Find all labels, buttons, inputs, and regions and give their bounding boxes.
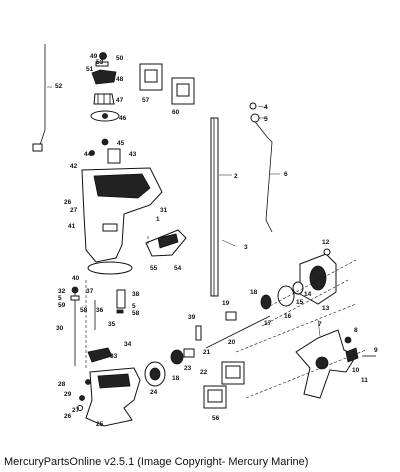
callout-18a: 18 (172, 375, 180, 382)
callout-9: 9 (374, 347, 378, 354)
callout-5c: 5 (132, 303, 136, 310)
callout-26a: 26 (64, 199, 72, 206)
callout-1: 1 (156, 216, 160, 223)
callout-22: 22 (200, 369, 208, 376)
callout-29: 29 (64, 391, 72, 398)
callout-32: 32 (58, 288, 66, 295)
callout-6: 6 (284, 171, 288, 178)
assembly-line-housing (85, 236, 149, 368)
callout-38: 38 (132, 291, 140, 298)
part-60-decal (171, 77, 195, 105)
callout-24: 24 (150, 389, 158, 396)
callout-17: 17 (264, 320, 272, 327)
part-24-forward-gear[interactable] (144, 361, 166, 387)
callout-49: 49 (90, 53, 98, 60)
part-57-decal (139, 63, 163, 91)
part-56-decal (203, 385, 227, 409)
callout-39: 39 (188, 314, 196, 321)
part-18-pinion-gear[interactable] (170, 325, 202, 365)
callout-28: 28 (58, 381, 66, 388)
callout-60: 60 (172, 109, 180, 116)
part-17-thrust-washer (260, 294, 272, 310)
part-1-drive-shaft[interactable] (210, 117, 219, 297)
callout-4: 4 (264, 104, 268, 111)
callout-13: 13 (322, 305, 330, 312)
callout-36: 36 (96, 307, 104, 314)
part-40-gasket (87, 261, 133, 275)
callout-18b: 18 (250, 289, 258, 296)
part-16-o-ring (277, 285, 295, 307)
callout-37: 37 (86, 288, 94, 295)
part-22-decal (221, 361, 245, 385)
callout-44: 44 (84, 151, 92, 158)
callout-52: 52 (55, 83, 63, 90)
callout-48: 48 (116, 76, 124, 83)
assembly-line-prop (235, 303, 367, 399)
callout-56: 56 (212, 415, 220, 422)
callout-57: 57 (142, 97, 150, 104)
callout-59: 59 (58, 302, 66, 309)
callout-47: 47 (116, 97, 124, 104)
part-41-drive-shaft-housing[interactable] (81, 167, 163, 263)
part-30-shift-rod-assembly[interactable] (70, 286, 126, 366)
callout-labels: 49 53 50 51 48 52 47 46 45 44 43 42 57 6… (55, 53, 378, 428)
callout-12: 12 (322, 239, 330, 246)
assembly-line-carrier (261, 259, 357, 327)
part-25-gear-housing[interactable] (77, 367, 141, 427)
callout-5b: 5 (58, 295, 62, 302)
callout-23: 23 (184, 365, 192, 372)
callout-7: 7 (318, 321, 322, 328)
callout-26b: 26 (64, 413, 72, 420)
callout-35: 35 (108, 321, 116, 328)
part-54-anti-cavitation-plate[interactable] (145, 229, 187, 257)
callout-3: 3 (244, 244, 248, 251)
callout-27a: 27 (70, 207, 78, 214)
callout-53: 53 (96, 59, 104, 66)
callout-45: 45 (117, 140, 125, 147)
callout-21: 21 (203, 349, 211, 356)
callout-15: 15 (296, 299, 304, 306)
callout-55: 55 (150, 265, 158, 272)
callout-50: 50 (116, 55, 124, 62)
callout-5: 5 (264, 116, 268, 123)
callout-8: 8 (354, 327, 358, 334)
leader-lines (47, 86, 321, 337)
water-pump-assembly[interactable] (89, 52, 121, 164)
callout-16: 16 (284, 313, 292, 320)
callout-51: 51 (86, 66, 94, 73)
callout-19: 19 (222, 300, 230, 307)
callout-40: 40 (72, 275, 80, 282)
callout-58a: 58 (132, 310, 140, 317)
callout-20: 20 (228, 339, 236, 346)
copyright-caption: MercuryPartsOnline v2.5.1 (Image Copyrig… (4, 456, 309, 468)
callout-41: 41 (68, 223, 76, 230)
callout-10: 10 (352, 367, 360, 374)
callout-25: 25 (96, 421, 104, 428)
callout-43: 43 (129, 151, 137, 158)
callout-31: 31 (160, 207, 168, 214)
callout-2: 2 (234, 173, 238, 180)
callout-30: 30 (56, 325, 64, 332)
callout-27b: 27 (72, 407, 80, 414)
part-20-propeller-shaft[interactable] (205, 311, 271, 349)
callout-34: 34 (124, 341, 132, 348)
callout-14: 14 (304, 291, 312, 298)
callout-58b: 58 (80, 307, 88, 314)
part-14-seal (292, 281, 304, 295)
callout-42: 42 (70, 163, 78, 170)
callout-11: 11 (361, 377, 368, 384)
callout-46: 46 (119, 115, 127, 122)
part-52-shift-rod[interactable] (32, 44, 46, 152)
callout-54: 54 (174, 265, 182, 272)
callout-33: 33 (110, 353, 118, 360)
part-7-propeller[interactable] (295, 329, 357, 399)
part-6-shift-shaft[interactable] (249, 102, 273, 233)
propeller-hardware[interactable] (344, 336, 376, 363)
